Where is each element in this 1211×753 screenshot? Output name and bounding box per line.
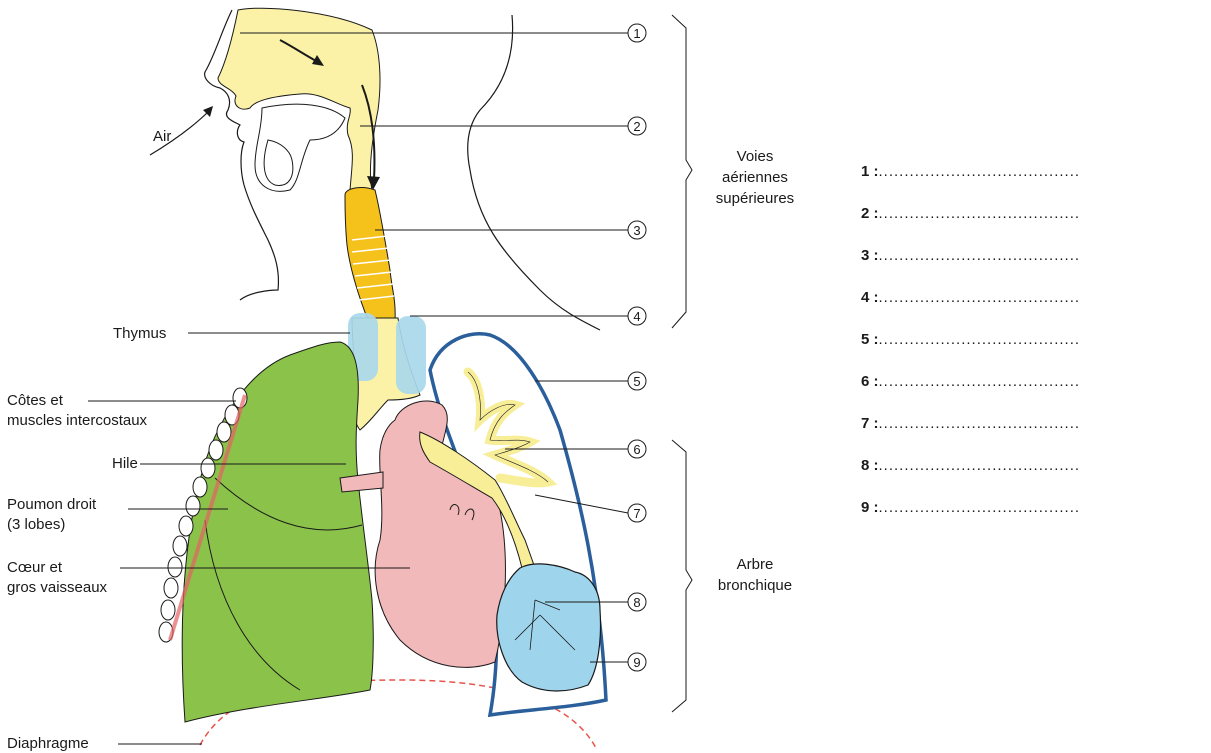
answer-dots: ....................................... [879, 415, 1081, 432]
callout-8: 8 [633, 595, 640, 610]
callout-9: 9 [633, 655, 640, 670]
head-back [468, 15, 600, 330]
label-arbre-1: Arbre [700, 555, 810, 574]
answer-dots: ....................................... [879, 499, 1081, 516]
answer-line-8[interactable]: 8 :.....................................… [861, 457, 1080, 474]
label-air: Air [153, 127, 171, 146]
callout-3: 3 [633, 223, 640, 238]
answer-line-4[interactable]: 4 :.....................................… [861, 289, 1080, 306]
label-arbre-2: bronchique [700, 576, 810, 595]
larynx [345, 188, 395, 320]
answer-dots: ....................................... [879, 373, 1081, 390]
answer-dots: ....................................... [879, 247, 1081, 264]
callout-6: 6 [633, 442, 640, 457]
answer-line-7[interactable]: 7 :.....................................… [861, 415, 1080, 432]
label-voies-3: supérieures [700, 189, 810, 208]
answer-line-5[interactable]: 5 :.....................................… [861, 331, 1080, 348]
label-cotes-2: muscles intercostaux [7, 411, 147, 430]
label-coeur-1: Cœur et [7, 558, 62, 577]
answer-num: 7 : [861, 415, 879, 432]
callout-2: 2 [633, 119, 640, 134]
answer-line-6[interactable]: 6 :.....................................… [861, 373, 1080, 390]
label-hile: Hile [112, 454, 138, 473]
answer-dots: ....................................... [879, 457, 1081, 474]
label-poumon-1: Poumon droit [7, 495, 96, 514]
label-diaphragme: Diaphragme [7, 734, 89, 753]
alveoli [497, 564, 601, 691]
callout-4: 4 [633, 309, 640, 324]
answer-num: 4 : [861, 289, 879, 306]
answer-num: 3 : [861, 247, 879, 264]
label-poumon-2: (3 lobes) [7, 515, 65, 534]
label-coeur-2: gros vaisseaux [7, 578, 107, 597]
answer-num: 8 : [861, 457, 879, 474]
answer-dots: ....................................... [879, 331, 1081, 348]
tongue [255, 104, 345, 191]
thymus-right [396, 316, 426, 394]
answer-line-2[interactable]: 2 :.....................................… [861, 205, 1080, 222]
answer-line-3[interactable]: 3 :.....................................… [861, 247, 1080, 264]
brace-upper [672, 15, 692, 328]
answer-num: 1 : [861, 163, 879, 180]
answer-dots: ....................................... [879, 205, 1081, 222]
callout-7: 7 [633, 506, 640, 521]
callout-5: 5 [633, 374, 640, 389]
answer-line-9[interactable]: 9 :.....................................… [861, 499, 1080, 516]
answer-line-1[interactable]: 1 :.....................................… [861, 163, 1080, 180]
answer-dots: ....................................... [879, 163, 1081, 180]
answer-num: 2 : [861, 205, 879, 222]
answer-num: 5 : [861, 331, 879, 348]
right-lung [182, 342, 373, 722]
brace-lower [672, 440, 692, 712]
label-thymus: Thymus [113, 324, 166, 343]
label-voies-2: aériennes [700, 168, 810, 187]
callout-1: 1 [633, 26, 640, 41]
label-cotes-1: Côtes et [7, 391, 63, 410]
answer-dots: ....................................... [879, 289, 1081, 306]
answer-num: 9 : [861, 499, 879, 516]
answer-num: 6 : [861, 373, 879, 390]
label-voies-1: Voies [700, 147, 810, 166]
